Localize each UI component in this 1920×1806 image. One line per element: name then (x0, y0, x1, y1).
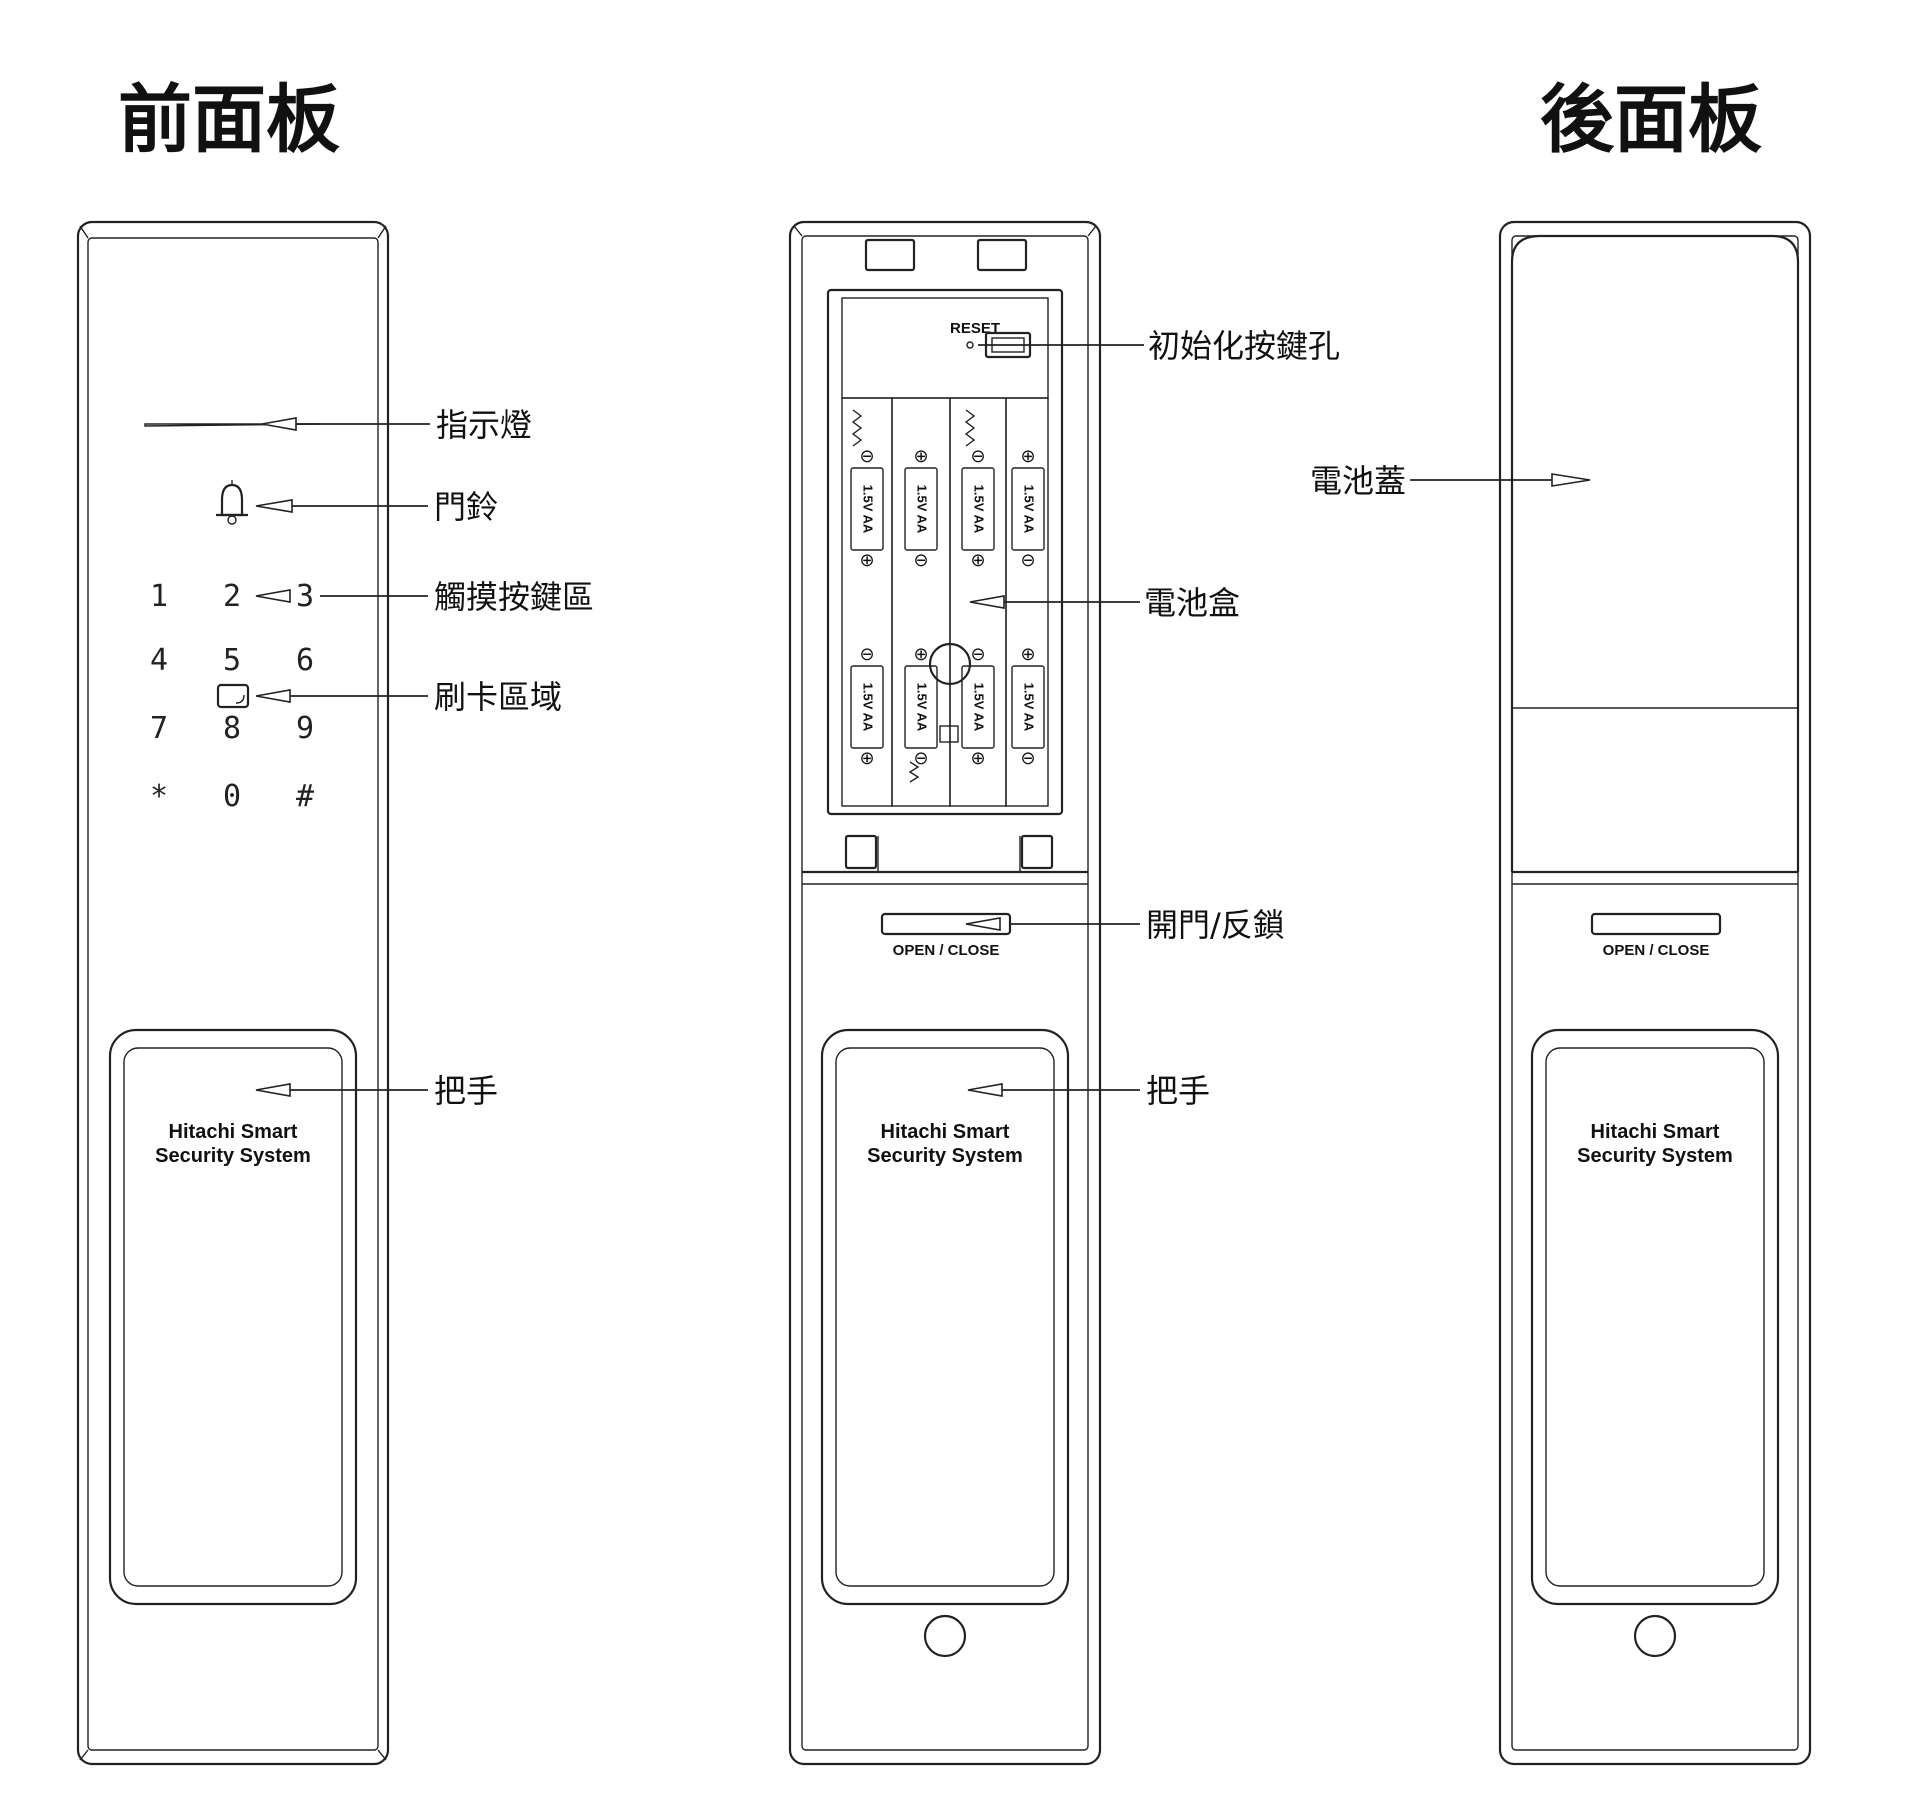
key-6[interactable]: 6 (296, 643, 314, 678)
key-8[interactable]: 8 (223, 711, 241, 746)
svg-text:電池盒: 電池盒 (1144, 584, 1240, 622)
svg-text:觸摸按鍵區: 觸摸按鍵區 (434, 578, 594, 616)
back-panel: OPEN / CLOSE Hitachi Smart Security Syst… (1310, 220, 1812, 1766)
brand-line-2: Security System (155, 1145, 311, 1167)
svg-text:1.5V AA: 1.5V AA (972, 485, 987, 534)
svg-text:⊕: ⊕ (913, 644, 928, 665)
back-handle[interactable]: Hitachi Smart Security System (1530, 1028, 1780, 1606)
callout-doorbell: 門鈴 (255, 488, 498, 526)
back-keyhole[interactable] (1633, 1614, 1677, 1658)
brand-line-1: Hitachi Smart (169, 1121, 298, 1143)
svg-text:⊖: ⊖ (913, 550, 928, 571)
svg-text:電池蓋: 電池蓋 (1310, 462, 1406, 500)
svg-text:⊖: ⊖ (970, 446, 985, 467)
key-4[interactable]: 4 (150, 643, 168, 678)
battery-column-2: 1.5V AA 1.5V AA ⊕ ⊖ ⊕ ⊖ (891, 397, 951, 807)
bell-icon[interactable] (216, 480, 248, 525)
key-3[interactable]: 3 (296, 579, 314, 614)
svg-text:開門/反鎖: 開門/反鎖 (1146, 906, 1285, 944)
svg-text:⊖: ⊖ (1020, 748, 1035, 769)
svg-text:1.5V AA: 1.5V AA (861, 683, 876, 732)
key-1[interactable]: 1 (150, 579, 168, 614)
svg-text:⊕: ⊕ (859, 550, 874, 571)
svg-text:1.5V AA: 1.5V AA (915, 683, 930, 732)
card-reader-icon[interactable] (216, 683, 250, 709)
indicator-light (144, 423, 321, 427)
svg-text:⊕: ⊕ (1020, 644, 1035, 665)
key-hash[interactable]: # (296, 779, 314, 814)
svg-text:1.5V AA: 1.5V AA (1022, 485, 1037, 534)
callout-battery-box: 電池盒 (969, 584, 1240, 622)
battery-cover[interactable] (1510, 234, 1800, 885)
callout-indicator: 指示燈 (261, 406, 532, 444)
keyhole[interactable] (923, 1614, 967, 1658)
svg-text:初始化按鍵孔: 初始化按鍵孔 (1148, 327, 1340, 365)
svg-text:OPEN / CLOSE: OPEN / CLOSE (893, 942, 1000, 959)
key-7[interactable]: 7 (150, 711, 168, 746)
callout-reset-hole: 初始化按鍵孔 (978, 327, 1340, 365)
svg-text:OPEN / CLOSE: OPEN / CLOSE (1603, 942, 1710, 959)
back-panel-title: 後面板 (1540, 77, 1762, 163)
reset-switch[interactable]: RESET (950, 320, 1032, 359)
svg-text:刷卡區域: 刷卡區域 (434, 678, 562, 716)
callout-front-handle: 把手 (255, 1072, 498, 1110)
back-open-close-switch[interactable]: OPEN / CLOSE (1590, 912, 1722, 959)
callout-card-area: 刷卡區域 (255, 678, 562, 716)
svg-text:1.5V AA: 1.5V AA (1022, 683, 1037, 732)
callout-middle-handle: 把手 (967, 1072, 1210, 1110)
spring-top-3 (964, 409, 976, 447)
middle-handle[interactable]: Hitachi Smart Security System (820, 1028, 1070, 1606)
svg-text:⊕: ⊕ (970, 550, 985, 571)
key-9[interactable]: 9 (296, 711, 314, 746)
callout-touch-keypad: 觸摸按鍵區 (255, 578, 594, 616)
svg-text:Security System: Security System (1577, 1145, 1733, 1167)
svg-text:把手: 把手 (1146, 1072, 1210, 1110)
svg-text:⊕: ⊕ (913, 446, 928, 467)
front-panel-title: 前面板 (118, 77, 340, 163)
callout-battery-cover: 電池蓋 (1310, 462, 1591, 500)
front-handle[interactable]: Hitachi Smart Security System (108, 1028, 358, 1606)
svg-text:1.5V AA: 1.5V AA (972, 683, 987, 732)
svg-text:⊖: ⊖ (1020, 550, 1035, 571)
svg-text:Hitachi Smart: Hitachi Smart (881, 1121, 1010, 1143)
svg-text:⊖: ⊖ (859, 446, 874, 467)
spring-top-1 (851, 409, 863, 447)
svg-text:⊖: ⊖ (913, 748, 928, 769)
svg-text:RESET: RESET (950, 320, 1000, 337)
touch-keypad[interactable]: 1 2 3 4 5 6 7 8 9 * 0 # (150, 579, 314, 814)
svg-text:門鈴: 門鈴 (434, 488, 498, 526)
key-5[interactable]: 5 (223, 643, 241, 678)
svg-text:⊕: ⊕ (970, 748, 985, 769)
battery-column-1: 1.5V AA 1.5V AA ⊖ ⊕ ⊖ ⊕ (841, 397, 893, 807)
svg-text:1.5V AA: 1.5V AA (915, 485, 930, 534)
callout-open-lock: 開門/反鎖 (965, 906, 1285, 944)
svg-text:把手: 把手 (434, 1072, 498, 1110)
front-panel: 1 2 3 4 5 6 7 8 9 * 0 # Hitachi Smart Se… (76, 220, 594, 1766)
key-0[interactable]: 0 (223, 779, 241, 814)
middle-panel: RESET 1.5V AA 1.5V AA ⊖ ⊕ ⊖ ⊕ 1.5V AA 1.… (788, 220, 1340, 1766)
svg-text:⊖: ⊖ (970, 644, 985, 665)
svg-text:Security System: Security System (867, 1145, 1023, 1167)
spring-bottom-2 (908, 761, 920, 783)
svg-text:1.5V AA: 1.5V AA (861, 485, 876, 534)
svg-text:⊕: ⊕ (1020, 446, 1035, 467)
key-star[interactable]: * (150, 779, 168, 814)
svg-text:⊖: ⊖ (859, 644, 874, 665)
svg-text:Hitachi Smart: Hitachi Smart (1591, 1121, 1720, 1143)
key-2[interactable]: 2 (223, 579, 241, 614)
svg-text:指示燈: 指示燈 (436, 406, 532, 444)
svg-text:⊕: ⊕ (859, 748, 874, 769)
